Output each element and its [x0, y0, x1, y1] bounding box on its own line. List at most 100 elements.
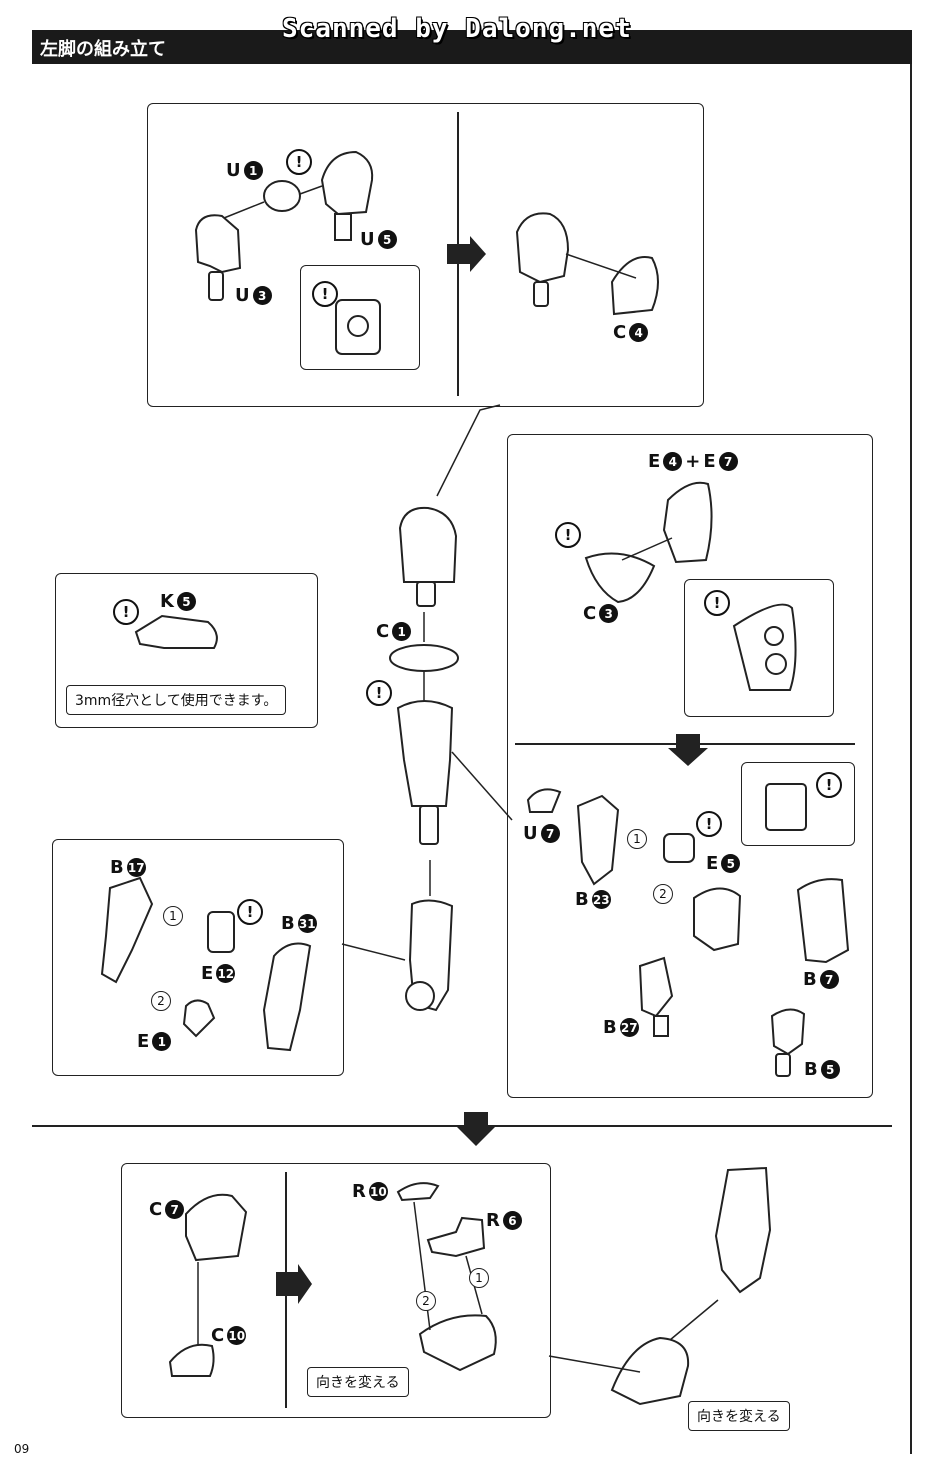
callout-shin — [341, 943, 406, 961]
callout-knee — [451, 751, 513, 821]
part-b27-illustration — [638, 956, 674, 1018]
part-e12-illustration — [207, 911, 235, 953]
warning-icon: ! — [704, 590, 730, 616]
step-marker-1: 1 — [469, 1268, 489, 1288]
part-c10-illustration — [168, 1343, 215, 1377]
head-assembled-illustration — [515, 212, 570, 284]
scan-watermark: Scanned by Dalong.net — [282, 14, 632, 44]
lower-section-divider — [32, 1125, 892, 1127]
part-u3-peg — [208, 271, 224, 301]
warning-icon: ! — [366, 680, 392, 706]
head-assembled-peg — [533, 281, 549, 307]
warning-icon: ! — [237, 899, 263, 925]
callout-head — [436, 404, 501, 497]
arrow-head-to-c4 — [447, 236, 486, 272]
step-marker-2: 2 — [416, 1291, 436, 1311]
part-u1-illustration — [263, 180, 301, 212]
guide-line-c3-e4 — [621, 537, 673, 561]
part-b5-illustration — [770, 1008, 806, 1056]
warning-icon: ! — [816, 772, 842, 798]
thigh-illustration — [396, 700, 454, 807]
part-e4-e7-illustration — [662, 481, 713, 564]
part-u3-illustration — [194, 214, 242, 274]
part-b17-illustration — [100, 876, 154, 984]
warning-icon: ! — [555, 522, 581, 548]
upper-joint-illustration — [398, 506, 458, 583]
part-c3-illustration — [584, 552, 656, 604]
part-u7-illustration — [526, 788, 562, 813]
part-b5-peg — [775, 1053, 791, 1077]
arrow-down-foot — [456, 1112, 496, 1146]
section-title: 左脚の組み立て — [40, 39, 166, 60]
shin-joint — [405, 981, 435, 1011]
step-marker-2: 2 — [151, 991, 171, 1011]
guide-line-u5-u1 — [299, 185, 323, 195]
part-b27-tab — [653, 1015, 669, 1037]
c3-detail-illustration — [732, 603, 797, 691]
step-marker-2: 2 — [653, 884, 673, 904]
part-r10-illustration — [396, 1182, 440, 1202]
page-border — [910, 64, 912, 1454]
shin-lower-illustration — [714, 1166, 772, 1294]
warning-icon: ! — [312, 281, 338, 307]
note-turn-around: 向きを変える — [307, 1367, 409, 1397]
thigh-peg — [419, 805, 439, 845]
warning-icon: ! — [696, 811, 722, 837]
guide-line-u3-u1 — [223, 201, 265, 219]
part-c7-illustration — [185, 1193, 248, 1262]
section-header: 左脚の組み立て — [32, 30, 912, 64]
boot-illustration — [610, 1336, 690, 1406]
step-marker-1: 1 — [627, 829, 647, 849]
arrow-down-knee — [668, 734, 708, 766]
page-number: 09 — [14, 1442, 30, 1456]
part-b7-illustration — [796, 878, 850, 964]
part-e1-illustration — [182, 999, 216, 1038]
part-u5-illustration — [320, 150, 374, 216]
part-u5-tab — [334, 213, 352, 241]
part-b7-knee-illustration — [693, 887, 742, 952]
foot-sole-illustration — [418, 1314, 497, 1372]
guide-line-boot — [669, 1299, 719, 1341]
note-3mm-hole: 3mm径穴として使用できます。 — [66, 685, 287, 715]
part-r6-illustration — [426, 1216, 486, 1258]
upper-joint-peg — [416, 581, 436, 607]
part-b23-illustration — [576, 794, 620, 886]
step-marker-1: 1 — [163, 906, 183, 926]
part-c4-illustration — [610, 256, 659, 316]
part-c1-illustration — [389, 644, 459, 672]
guide-line-c4 — [565, 253, 637, 279]
note-turn-around: 向きを変える — [688, 1401, 790, 1431]
warning-icon: ! — [286, 149, 312, 175]
u1-detail-hole — [347, 315, 369, 337]
c3-detail-hole-2 — [765, 653, 787, 675]
warning-icon: ! — [113, 599, 139, 625]
arrow-foot-to-r — [276, 1264, 312, 1304]
part-e5-illustration — [663, 833, 695, 863]
callout-foot — [548, 1355, 641, 1373]
c3-detail-hole-1 — [764, 626, 784, 646]
part-b31-illustration — [262, 942, 312, 1052]
part-k5-illustration — [134, 614, 218, 649]
